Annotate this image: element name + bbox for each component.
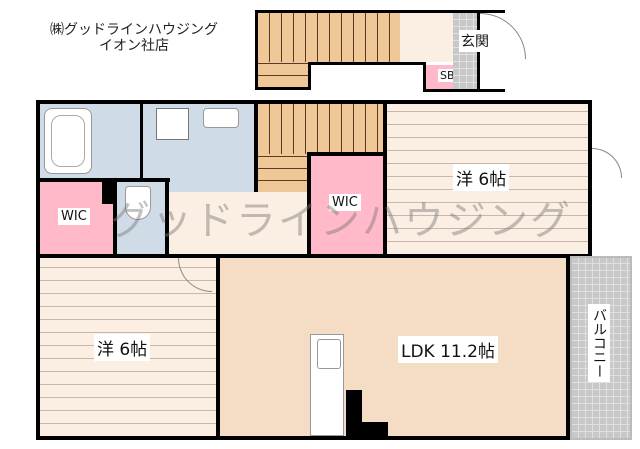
wall	[165, 178, 169, 254]
company-line2: イオン社店	[99, 38, 169, 54]
washing-machine-icon	[156, 108, 189, 140]
wic-center-label: WIC	[329, 194, 361, 211]
wall	[216, 254, 220, 440]
western-room-upper-side-door[interactable]	[592, 148, 622, 178]
wall	[423, 89, 505, 92]
staircase-lower	[258, 154, 308, 192]
wall	[140, 104, 143, 180]
wic-left-label: WIC	[58, 208, 90, 225]
shoebox-label: SB	[438, 69, 457, 82]
wall	[102, 182, 114, 204]
western-room-lower: 洋 6帖	[40, 258, 216, 436]
wall	[383, 104, 387, 258]
wall-right-upper	[588, 100, 592, 256]
entry-floor: SB 玄関	[255, 10, 526, 92]
staircase-main	[258, 104, 384, 154]
bathtub-icon	[44, 108, 92, 174]
washroom	[143, 104, 257, 192]
sink-icon	[317, 339, 341, 369]
western-room-lower-label: 洋 6帖	[94, 334, 151, 361]
wall	[423, 62, 426, 92]
balcony: バルコニー	[570, 256, 632, 440]
wall	[113, 182, 117, 254]
wall	[307, 152, 387, 156]
wall	[308, 62, 426, 65]
wall	[307, 152, 311, 258]
wic-center: WIC	[311, 156, 383, 254]
wall	[254, 104, 258, 196]
staircase-landing	[258, 62, 308, 87]
wall	[566, 254, 570, 440]
wall-bottom	[36, 436, 570, 440]
bathroom	[40, 104, 140, 180]
balcony-label: バルコニー	[588, 304, 610, 382]
wall	[308, 62, 311, 90]
company-line1: ㈱グッドラインハウジング	[50, 22, 218, 38]
company-name: ㈱グッドラインハウジング イオン社店	[14, 22, 254, 54]
ldk: LDK 11.2帖	[220, 258, 566, 436]
wall	[346, 422, 388, 436]
wall-left	[36, 100, 40, 440]
staircase-upper	[258, 13, 400, 62]
entry-hall	[400, 13, 453, 62]
entrance-door[interactable]	[480, 13, 526, 59]
toilet-room	[117, 182, 165, 254]
wic-left: WIC	[40, 182, 113, 254]
washbasin-icon	[203, 108, 239, 128]
western-room-upper: 洋 6帖	[387, 104, 588, 254]
wall	[255, 10, 505, 13]
ldk-label: LDK 11.2帖	[398, 336, 498, 363]
toilet-icon	[125, 186, 151, 220]
hallway	[169, 192, 309, 254]
kitchen-counter-icon	[310, 334, 344, 436]
wall-top	[36, 100, 592, 104]
western-room-upper-label: 洋 6帖	[453, 164, 510, 191]
wall	[40, 254, 220, 258]
wall	[255, 10, 258, 90]
wall	[255, 87, 311, 90]
wall	[40, 178, 170, 182]
wall	[216, 254, 588, 258]
